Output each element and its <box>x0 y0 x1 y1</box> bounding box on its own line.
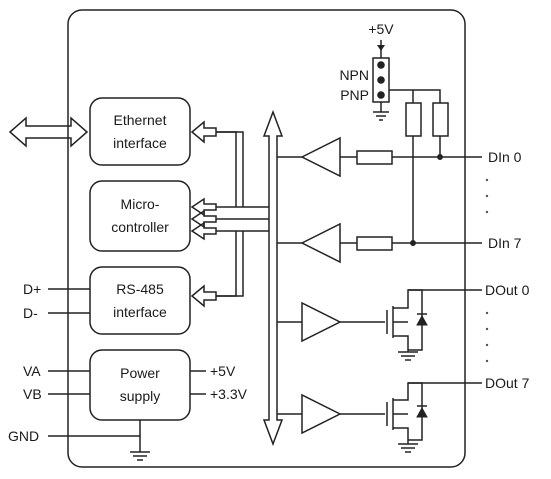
microcontroller-block <box>89 180 191 252</box>
va-label: VA <box>23 363 41 379</box>
rs485-block-title: RS-485 <box>116 281 164 297</box>
jumper-pins <box>377 45 385 99</box>
npn-label: NPN <box>339 67 369 83</box>
ethernet-interface-block <box>89 97 191 166</box>
dout0-diode <box>416 314 428 326</box>
din7-label: DIn 7 <box>488 235 522 251</box>
d-plus-label: D+ <box>23 281 41 297</box>
module-outline <box>67 9 466 468</box>
power-supply-block <box>89 349 191 421</box>
gnd-label: GND <box>8 428 39 444</box>
dout0-label: DOut 0 <box>485 282 530 298</box>
ethernet-block-subtitle: interface <box>113 135 167 151</box>
bus-routing-lines <box>216 131 269 297</box>
rs485-interface-block <box>89 266 191 335</box>
din0-input-channel <box>277 136 482 178</box>
d-minus-label: D- <box>23 305 38 321</box>
rs485-block-subtitle: interface <box>113 304 167 320</box>
power-block-subtitle: supply <box>120 388 160 404</box>
ethernet-port-arrow <box>8 116 89 148</box>
vb-label: VB <box>23 386 42 402</box>
dout7-output-channel <box>277 382 482 453</box>
pnp-label: PNP <box>340 87 369 103</box>
din7-input-channel <box>277 222 482 264</box>
plus-5v-output-label: +5V <box>210 363 236 379</box>
left-pin-lines <box>48 288 206 461</box>
ethernet-block-title: Ethernet <box>114 112 167 128</box>
bus-connector-arrows <box>190 120 217 308</box>
dout0-output-channel <box>277 289 482 361</box>
micro-block-subtitle: controller <box>111 219 169 235</box>
npn-pnp-jumper <box>372 40 449 243</box>
power-block-title: Power <box>120 365 160 381</box>
din0-label: DIn 0 <box>488 149 522 165</box>
plus-3v3-output-label: +3.3V <box>210 386 248 402</box>
dout7-label: DOut 7 <box>485 375 530 391</box>
jumper-supply-label: +5V <box>368 21 394 37</box>
micro-block-title: Micro- <box>121 196 160 212</box>
dout7-diode <box>416 406 428 418</box>
continuation-dots <box>485 178 489 363</box>
internal-bus-arrow <box>262 109 284 447</box>
